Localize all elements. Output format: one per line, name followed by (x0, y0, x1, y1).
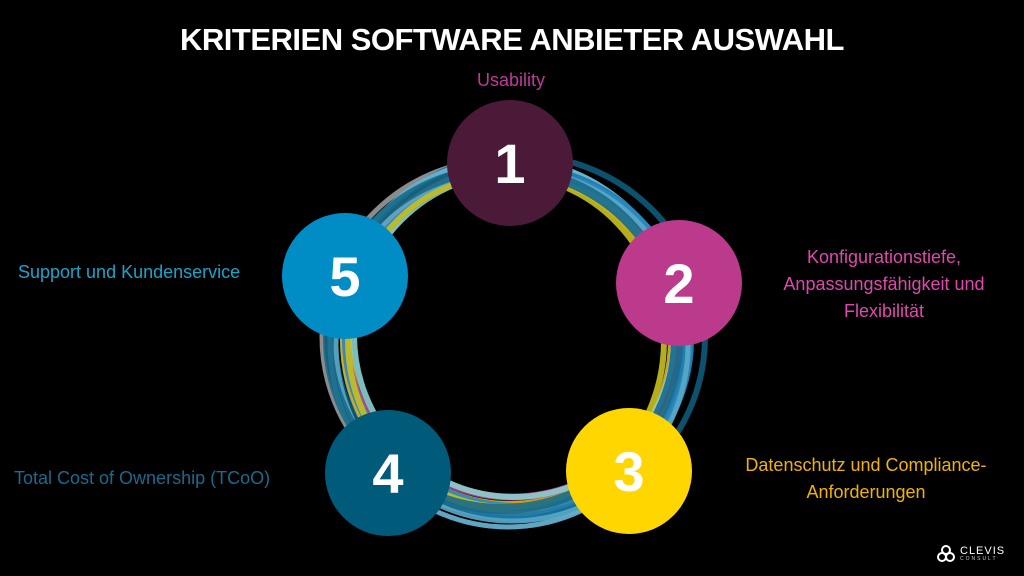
criterion-circle-5: 5 (282, 213, 408, 339)
page-title: KRITERIEN SOFTWARE ANBIETER AUSWAHL (180, 22, 844, 57)
logo-knot-icon (937, 545, 955, 562)
label-tco: Total Cost of Ownership (TCoO) (14, 468, 271, 488)
criterion-circle-1: 1 (447, 100, 573, 226)
label-konfiguration: Konfigurationstiefe, Anpassungsfähigkeit… (783, 247, 985, 321)
logo-sub: CONSULT (960, 556, 998, 562)
label-support: Support und Kundenservice (18, 262, 241, 282)
label-datenschutz: Datenschutz und Compliance-Anforderungen (745, 455, 987, 502)
criterion-circle-4: 4 (325, 410, 451, 536)
label-usability: Usability (476, 70, 546, 90)
criterion-circle-2: 2 (616, 220, 742, 346)
logo-name: CLEVIS (960, 545, 1006, 557)
clevis-logo: CLEVIS CONSULT (936, 544, 1005, 564)
criterion-circle-3: 3 (566, 408, 692, 534)
